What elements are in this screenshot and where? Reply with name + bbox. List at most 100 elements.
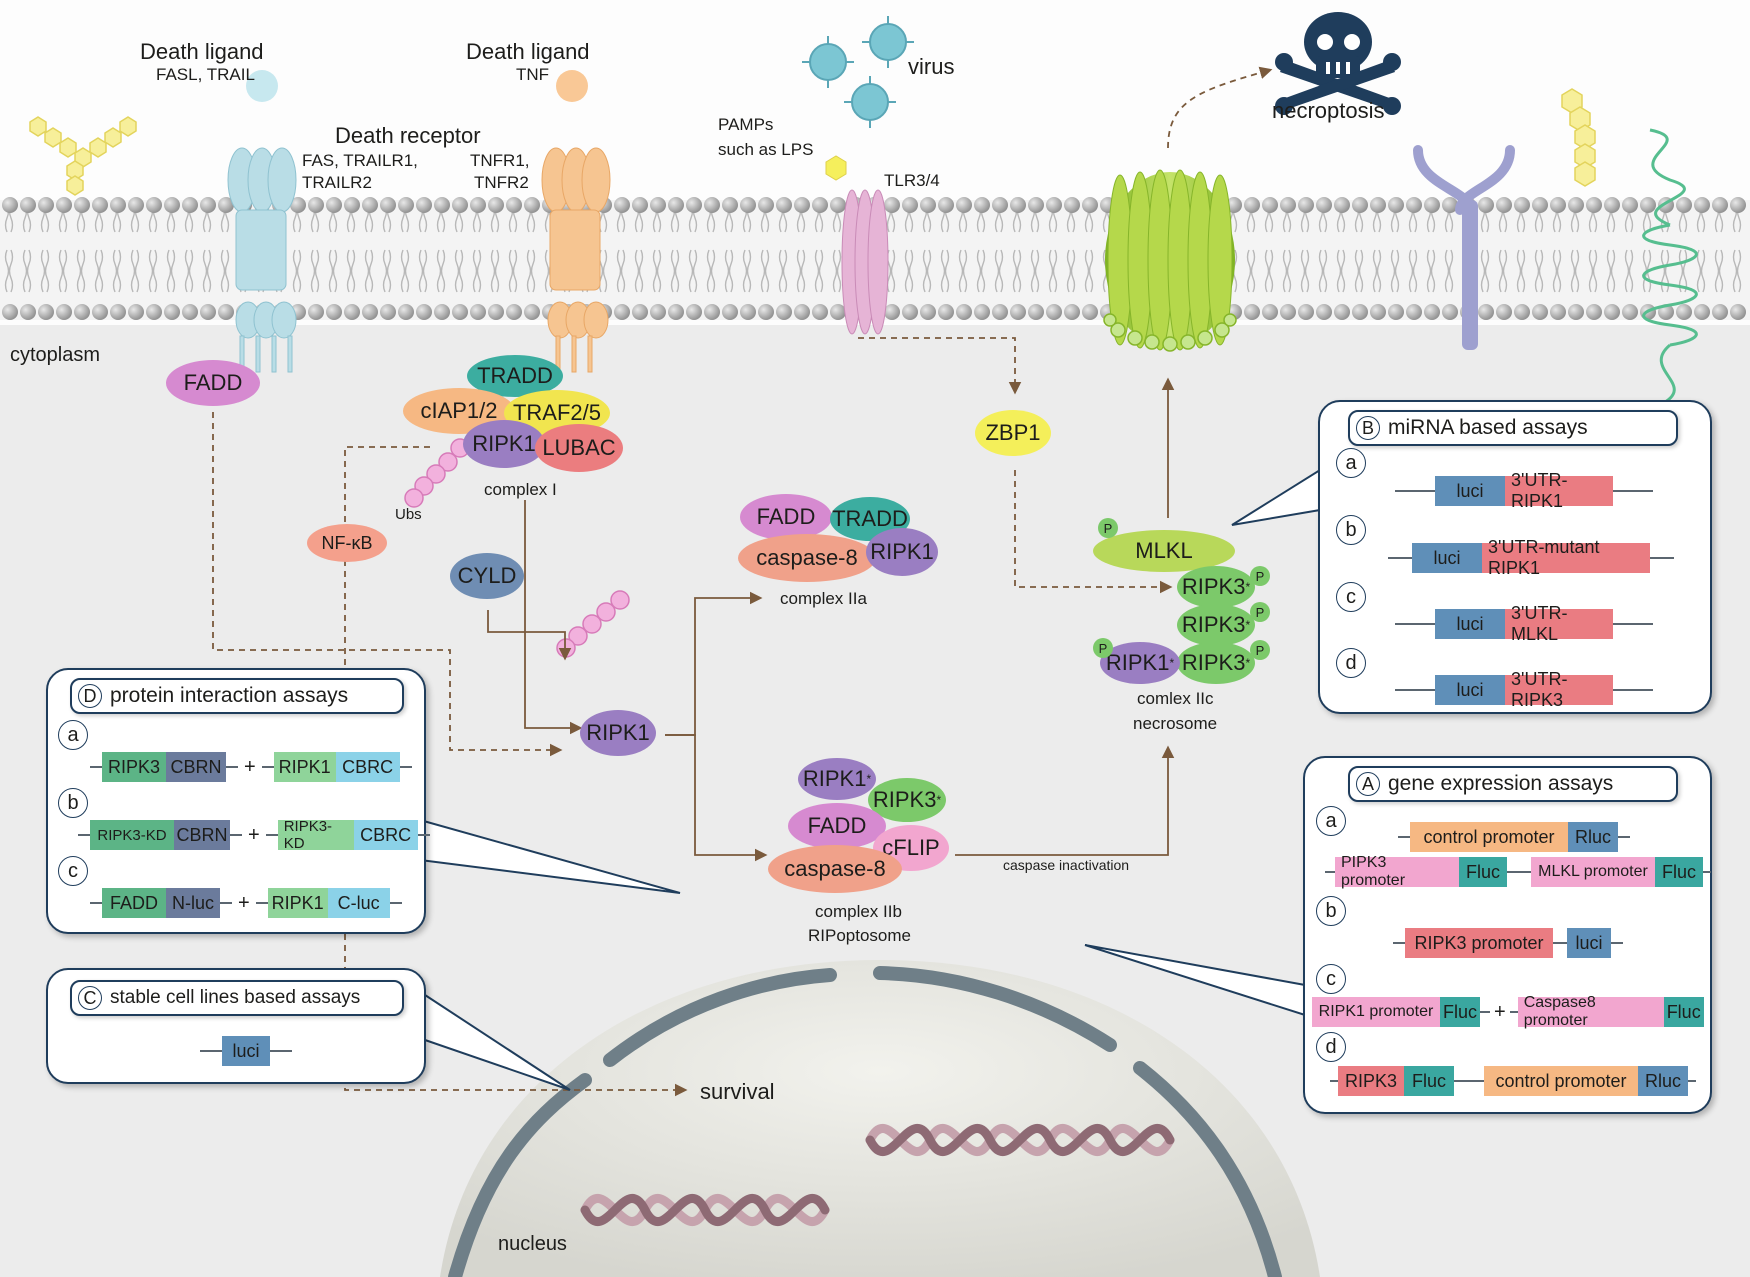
membrane-head bbox=[1082, 304, 1098, 320]
membrane-head bbox=[1478, 304, 1494, 320]
membrane-head bbox=[1262, 304, 1278, 320]
tnf-label: TNF bbox=[516, 65, 550, 84]
tnfr2-label: TNFR2 bbox=[474, 173, 529, 192]
pamps-lps-label: such as LPS bbox=[718, 140, 814, 159]
membrane-head bbox=[1370, 304, 1386, 320]
membrane-head bbox=[290, 197, 306, 213]
complex-2b-label: complex IIb bbox=[815, 902, 902, 921]
membrane-head bbox=[1352, 304, 1368, 320]
panel-b-row-a-id: a bbox=[1336, 448, 1366, 478]
membrane-head bbox=[182, 304, 198, 320]
membrane-head bbox=[1676, 304, 1692, 320]
membrane-head bbox=[1082, 197, 1098, 213]
membrane-head bbox=[164, 304, 180, 320]
membrane-head bbox=[1046, 197, 1062, 213]
membrane-head bbox=[1550, 197, 1566, 213]
ripk1-phospho: P bbox=[1093, 638, 1113, 658]
mlkl-phospho: P bbox=[1098, 518, 1118, 538]
ripk3-a-phospho: P bbox=[1250, 566, 1270, 586]
membrane-head bbox=[218, 197, 234, 213]
survival-label: survival bbox=[700, 1079, 775, 1104]
membrane-head bbox=[650, 197, 666, 213]
membrane-head bbox=[20, 304, 36, 320]
membrane-head bbox=[398, 197, 414, 213]
membrane-head bbox=[614, 197, 630, 213]
membrane-head bbox=[1478, 197, 1494, 213]
virus-label: virus bbox=[908, 54, 955, 79]
membrane-head bbox=[1388, 304, 1404, 320]
membrane-head bbox=[326, 304, 342, 320]
membrane-head bbox=[200, 304, 216, 320]
complex-2c-label: comlex IIc bbox=[1137, 689, 1214, 708]
membrane-head bbox=[38, 197, 54, 213]
membrane-head bbox=[1334, 304, 1350, 320]
membrane-head bbox=[92, 304, 108, 320]
caspase8-2a-protein: caspase-8 bbox=[738, 534, 876, 582]
mlkl-pore bbox=[1103, 169, 1237, 352]
membrane-head bbox=[794, 197, 810, 213]
membrane-head bbox=[992, 197, 1008, 213]
membrane-head bbox=[74, 197, 90, 213]
ripk1-necrosome-protein: RIPK1* bbox=[1100, 642, 1180, 684]
membrane-head bbox=[1586, 197, 1602, 213]
fas-receptor bbox=[227, 147, 297, 373]
ripk3-c-phospho: P bbox=[1250, 640, 1270, 660]
complex-2a-label: complex IIa bbox=[780, 589, 867, 608]
necrosome-label: necrosome bbox=[1133, 714, 1218, 733]
membrane-head bbox=[704, 304, 720, 320]
membrane-head bbox=[1730, 197, 1746, 213]
membrane-head bbox=[812, 197, 828, 213]
membrane-head bbox=[830, 304, 846, 320]
membrane-head bbox=[416, 304, 432, 320]
panel-d-row-c-id: c bbox=[58, 856, 88, 886]
membrane-head bbox=[1514, 197, 1530, 213]
nfkb-protein: NF-κB bbox=[307, 524, 387, 562]
mlkl-protein: MLKL bbox=[1093, 530, 1235, 572]
panel-d-row-a-id: a bbox=[58, 720, 88, 750]
membrane-head bbox=[128, 304, 144, 320]
membrane-head bbox=[1406, 197, 1422, 213]
tlr-label: TLR3/4 bbox=[884, 171, 940, 190]
membrane-head bbox=[1676, 197, 1692, 213]
death-ligand-sub-label: FASL, TRAIL bbox=[156, 65, 255, 84]
caspase-inactivation-label: caspase inactivation bbox=[1003, 857, 1130, 873]
glycan-left-icon bbox=[29, 116, 137, 196]
panel-a-row-c-id: c bbox=[1316, 964, 1346, 994]
ripk3-a-protein: RIPK3* bbox=[1177, 566, 1255, 608]
membrane-head bbox=[1424, 304, 1440, 320]
membrane-head bbox=[1622, 304, 1638, 320]
tlr-receptor bbox=[841, 189, 889, 335]
membrane-head bbox=[1262, 197, 1278, 213]
membrane-head bbox=[1712, 197, 1728, 213]
membrane-head bbox=[974, 304, 990, 320]
green-helix bbox=[1642, 128, 1698, 407]
membrane-head bbox=[362, 304, 378, 320]
death-ligand-tnf-label: Death ligand bbox=[466, 39, 590, 64]
membrane-head bbox=[164, 197, 180, 213]
membrane-head bbox=[830, 197, 846, 213]
membrane-head bbox=[902, 304, 918, 320]
membrane-head bbox=[974, 197, 990, 213]
membrane-head bbox=[128, 197, 144, 213]
death-ligand-label: Death ligand bbox=[140, 39, 264, 64]
nucleus-label: nucleus bbox=[498, 1233, 567, 1255]
ripk1-2b-protein: RIPK1* bbox=[798, 758, 876, 800]
membrane-head bbox=[110, 197, 126, 213]
ripk1-complex1-protein: RIPK1 bbox=[463, 420, 545, 468]
ripk1-2a-protein: RIPK1 bbox=[866, 528, 938, 576]
membrane-head bbox=[686, 304, 702, 320]
membrane-head bbox=[1694, 197, 1710, 213]
panel-b-row-d-id: d bbox=[1336, 648, 1366, 678]
membrane-head bbox=[74, 304, 90, 320]
lubac-protein: LUBAC bbox=[535, 424, 623, 472]
